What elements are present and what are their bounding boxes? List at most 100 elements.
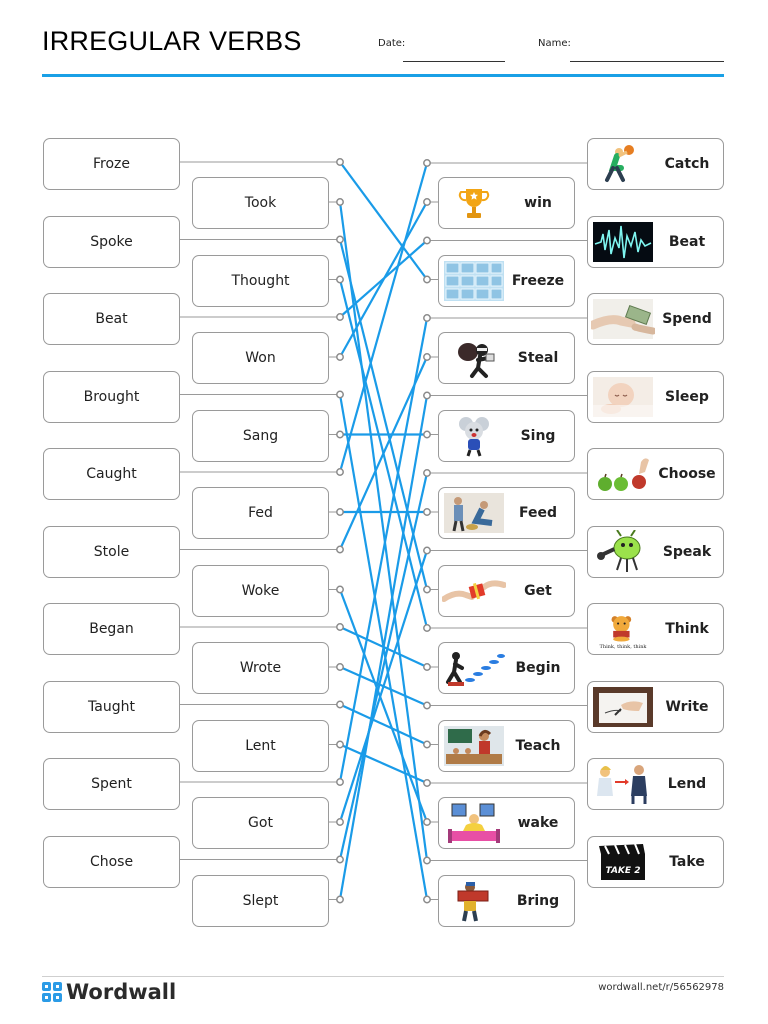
match-line[interactable]: [338, 589, 429, 823]
connector-dot[interactable]: [423, 198, 431, 206]
connector-dot[interactable]: [336, 390, 344, 399]
right-inner-card-steal[interactable]: Steal: [438, 332, 575, 384]
match-line[interactable]: [338, 550, 429, 823]
middle-card-got[interactable]: Got: [192, 797, 329, 849]
middle-card-thought[interactable]: Thought: [192, 254, 329, 307]
right-inner-card-teach[interactable]: Teach: [438, 719, 575, 772]
connector-dot[interactable]: [423, 469, 431, 477]
right-inner-card-bring[interactable]: Bring: [438, 874, 575, 927]
right-inner-card-freeze[interactable]: Freeze: [438, 254, 575, 307]
connector-dot[interactable]: [336, 430, 344, 439]
connector-dot[interactable]: [336, 585, 344, 594]
connector-dot[interactable]: [336, 855, 344, 864]
right-outer-card-choose[interactable]: Choose: [587, 448, 724, 500]
card-word: Lend: [667, 776, 707, 792]
connector-dot[interactable]: [336, 663, 344, 671]
connector-dot[interactable]: [336, 198, 344, 206]
match-line[interactable]: [339, 703, 428, 746]
middle-card-fed[interactable]: Fed: [192, 487, 329, 539]
match-line[interactable]: [339, 161, 428, 281]
left-card-taught[interactable]: Taught: [43, 680, 180, 733]
connector-dot[interactable]: [336, 158, 344, 166]
right-inner-card-get[interactable]: Get: [438, 564, 575, 617]
connector-dot[interactable]: [336, 895, 344, 904]
connector-dot[interactable]: [336, 818, 344, 826]
right-outer-card-spend[interactable]: Spend: [587, 293, 724, 345]
connector-dot[interactable]: [336, 235, 344, 244]
middle-card-sang[interactable]: Sang: [192, 409, 329, 462]
middle-card-slept[interactable]: Slept: [192, 874, 329, 927]
right-inner-card-begin[interactable]: Begin: [438, 642, 575, 694]
connector-dot[interactable]: [423, 430, 431, 439]
right-inner-card-feed[interactable]: Feed: [438, 487, 575, 539]
connector-dot[interactable]: [336, 545, 344, 554]
match-line[interactable]: [338, 162, 429, 473]
connector-dot[interactable]: [336, 623, 344, 631]
connector-dot[interactable]: [336, 468, 344, 476]
connector-dot[interactable]: [336, 508, 344, 516]
connector-dot[interactable]: [336, 353, 344, 361]
connector-dot[interactable]: [336, 275, 344, 284]
left-card-spent[interactable]: Spent: [43, 758, 180, 810]
connector-dot[interactable]: [423, 236, 431, 245]
right-outer-card-write[interactable]: Write: [587, 680, 724, 733]
middle-card-lent[interactable]: Lent: [192, 719, 329, 772]
right-inner-card-win[interactable]: win: [438, 177, 575, 229]
match-line[interactable]: [338, 239, 429, 590]
right-outer-card-sleep[interactable]: Sleep: [587, 370, 724, 423]
name-field[interactable]: [570, 61, 724, 62]
left-card-began[interactable]: Began: [43, 603, 180, 655]
connector-dot[interactable]: [423, 624, 431, 632]
connector-dot[interactable]: [423, 856, 431, 865]
card-word: Write: [665, 698, 709, 715]
connector-dot[interactable]: [423, 701, 431, 710]
date-field[interactable]: [403, 61, 505, 62]
connector-dot[interactable]: [423, 740, 431, 749]
connector-dot[interactable]: [423, 663, 431, 671]
match-line[interactable]: [338, 279, 429, 629]
connector-dot[interactable]: [336, 313, 344, 321]
connector-dot[interactable]: [423, 779, 431, 787]
connector-dot[interactable]: [423, 895, 431, 904]
card-label: Brought: [83, 388, 140, 405]
match-line[interactable]: [338, 317, 429, 783]
right-inner-card-wake[interactable]: wake: [438, 797, 575, 849]
left-card-beat[interactable]: Beat: [43, 293, 180, 345]
left-card-chose[interactable]: Chose: [43, 835, 180, 888]
connector-dot[interactable]: [423, 818, 431, 826]
middle-card-woke[interactable]: Woke: [192, 564, 329, 617]
left-card-froze[interactable]: Froze: [43, 138, 180, 190]
right-outer-card-catch[interactable]: Catch: [587, 138, 724, 190]
right-outer-card-speak[interactable]: Speak: [587, 525, 724, 578]
match-line[interactable]: [338, 201, 429, 861]
connector-dot[interactable]: [423, 391, 431, 400]
connector-dot[interactable]: [423, 585, 431, 594]
left-card-spoke[interactable]: Spoke: [43, 215, 180, 268]
middle-card-took[interactable]: Took: [192, 177, 329, 229]
right-outer-card-lend[interactable]: Lend: [587, 758, 724, 810]
connector-dot[interactable]: [336, 740, 344, 749]
header-divider: [42, 74, 724, 77]
connector-dot[interactable]: [336, 700, 344, 709]
match-line[interactable]: [339, 201, 428, 358]
connector-dot[interactable]: [423, 508, 431, 516]
connector-dot[interactable]: [423, 353, 431, 361]
connector-dot[interactable]: [423, 159, 431, 167]
match-line[interactable]: [339, 743, 428, 785]
left-card-brought[interactable]: Brought: [43, 370, 180, 423]
connector-dot[interactable]: [336, 778, 344, 786]
match-line[interactable]: [338, 395, 429, 900]
connector-dot[interactable]: [423, 275, 431, 284]
connector-dot[interactable]: [423, 314, 431, 322]
left-card-stole[interactable]: Stole: [43, 525, 180, 578]
right-outer-card-beat[interactable]: Beat: [587, 215, 724, 268]
left-card-caught[interactable]: Caught: [43, 448, 180, 500]
right-inner-card-sing[interactable]: Sing: [438, 409, 575, 462]
middle-card-won[interactable]: Won: [192, 332, 329, 384]
middle-card-wrote[interactable]: Wrote: [192, 642, 329, 694]
connector-dot[interactable]: [423, 546, 431, 555]
match-line[interactable]: [338, 472, 429, 860]
worksheet-url[interactable]: wordwall.net/r/56562978: [598, 982, 724, 993]
